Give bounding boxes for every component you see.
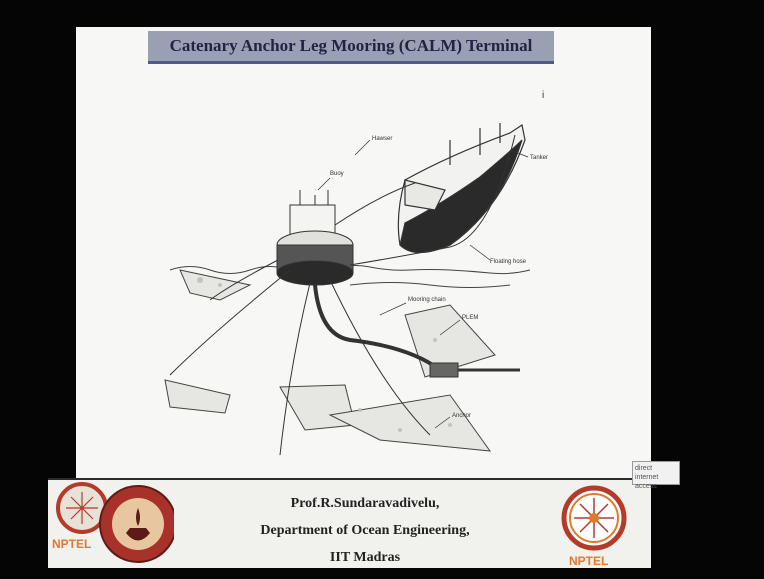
overlay-tag-line-2: internet access	[635, 473, 677, 491]
nptel-logo-right: NPTEL	[549, 480, 639, 570]
label-plem: PLEM	[462, 315, 478, 321]
nptel-text-left: NPTEL	[52, 537, 91, 551]
seabed-patch-1	[180, 270, 250, 300]
overlay-tag: direct internet access	[632, 461, 680, 485]
footer-line-3: IIT Madras	[215, 544, 515, 571]
sea-surface-2	[350, 283, 510, 288]
label-hawser: Hawser	[372, 136, 392, 142]
footer-credits: Prof.R.Sundaravadivelu, Department of Oc…	[215, 490, 515, 571]
overlay-tag-line-1: direct	[635, 464, 677, 473]
label-mooring-chain: Mooring chain	[408, 297, 446, 303]
seabed-patch-4	[330, 395, 490, 451]
seabed-patch-2	[165, 380, 230, 413]
plem-block	[430, 363, 458, 377]
seabed-patch-3	[280, 385, 355, 430]
nptel-iitm-logo-left: NPTEL	[46, 478, 174, 570]
label-buoy: Buoy	[330, 171, 344, 177]
footer-line-1: Prof.R.Sundaravadivelu,	[215, 490, 515, 517]
footer-line-2: Department of Ocean Engineering,	[215, 517, 515, 544]
tanker	[398, 123, 525, 253]
label-tanker: Tanker	[530, 155, 548, 161]
label-anchor: Anchor	[452, 413, 471, 419]
label-floating-hose: Floating hose	[490, 259, 527, 265]
calm-terminal-diagram: Hawser Buoy Tanker Floating hose Mooring…	[150, 95, 630, 465]
nptel-text-right: NPTEL	[569, 554, 608, 568]
slide-title: Catenary Anchor Leg Mooring (CALM) Termi…	[148, 31, 554, 61]
